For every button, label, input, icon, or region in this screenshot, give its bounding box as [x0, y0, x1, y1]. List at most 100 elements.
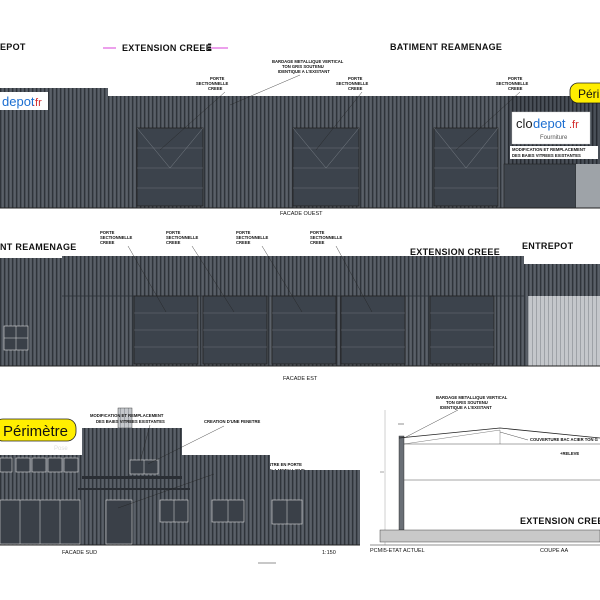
caption-facade-ouest: FACADE OUEST — [280, 211, 323, 217]
slab — [379, 529, 600, 543]
door-note-2a: PORTE — [166, 230, 181, 235]
leader-line — [159, 91, 226, 151]
sectional-door — [292, 127, 360, 207]
facade-est: NT REAMENAGE EXTENSION CREEE ENTREPOT PO… — [0, 230, 600, 382]
light-panel — [528, 296, 600, 366]
header-entrepot: ENTREPOT — [522, 241, 574, 251]
vitrage — [503, 163, 577, 209]
door — [105, 499, 133, 545]
header-batiment: BATIMENT REAMENAGE — [390, 42, 502, 52]
door-note-2c: CREEE — [166, 240, 181, 245]
sectional-door — [433, 127, 499, 207]
note-bardage-2: TON GRIS SOUTENU — [282, 64, 324, 69]
note-bardage-3: IDENTIQUE A L'EXISTANT — [278, 69, 330, 74]
door-note-3c: CREEE — [236, 240, 251, 245]
modif-note-backdrop — [510, 146, 598, 159]
section-wall — [398, 435, 405, 531]
caption-facade-est: FACADE EST — [283, 376, 318, 382]
leader-line — [229, 74, 301, 106]
badge-subtext: Pose — [54, 446, 68, 452]
badge-text: Périmètre — [3, 423, 68, 440]
door-note-1b: SECTIONNELLE — [100, 235, 133, 240]
leader-line — [117, 473, 215, 509]
note-releve: +RELEVE — [560, 451, 579, 456]
leader-line — [499, 431, 529, 441]
caption-facade-sud: FACADE SUD — [62, 550, 97, 556]
leader-line — [261, 245, 303, 313]
window — [15, 457, 31, 473]
note-bardage-3: IDENTIQUE A L'EXISTANT — [440, 405, 492, 410]
coupe-aa: BARDAGE METALLIQUE VERTICAL TON GRIS SOU… — [370, 395, 600, 554]
caption-coupe-aa: COUPE AA — [540, 548, 568, 554]
logo-left-tld: .fr — [32, 97, 42, 109]
door-note-1c: CREEE — [100, 240, 115, 245]
note-modif-1: MODIFICATION ET REMPLACEMENT — [90, 413, 164, 418]
door-note-a3: CREEE — [208, 86, 223, 91]
pergola-beam — [82, 476, 182, 479]
window — [63, 457, 79, 473]
door-note-b2: SECTIONNELLE — [336, 81, 369, 86]
logo-right-tld: .fr — [569, 119, 579, 131]
perimetre-badge — [0, 418, 77, 442]
door-note-2b: SECTIONNELLE — [166, 235, 199, 240]
label-backdrop — [116, 43, 208, 53]
header-extension: EXTENSION CREEE — [410, 247, 500, 257]
leader-line — [127, 245, 167, 313]
window — [0, 457, 13, 473]
door-note-3a: PORTE — [236, 230, 251, 235]
note-modif-2: DES BAIES VITREES EXISTANTES — [512, 153, 581, 158]
leader-line — [191, 245, 235, 313]
header-entrepot: EPOT — [0, 42, 26, 52]
door-note-c3: CREEE — [508, 86, 523, 91]
logo-right-sub: Fourniture — [540, 135, 568, 141]
pergola — [78, 488, 190, 490]
logo-right-depot: depot — [533, 116, 566, 131]
caption-etat-actuel: PCMI5-ETAT ACTUEL — [370, 548, 425, 554]
door-note-4a: PORTE — [310, 230, 325, 235]
note-bardage-1: BARDAGE METALLIQUE VERTICAL — [436, 395, 508, 400]
scale-label: 1:150 — [322, 550, 336, 556]
door-note-1a: PORTE — [100, 230, 115, 235]
note-modif-1: MODIFICATION ET REMPLACEMENT — [512, 147, 586, 152]
door-note-3b: SECTIONNELLE — [236, 235, 269, 240]
perimetre-badge — [569, 82, 600, 104]
coupe-label: EXTENSION CREE — [520, 516, 600, 526]
note-couverture: COUVERTURE BAC ACIER TON G — [530, 437, 598, 442]
note-creation: CREATION D'UNE FENETRE — [204, 419, 260, 424]
logo-left-depot: depot — [2, 94, 35, 109]
door-note-4c: CREEE — [310, 240, 325, 245]
sectional-door — [429, 295, 495, 365]
note-modif-2: DES BAIES VITREES EXISTANTES — [96, 419, 165, 424]
door-note-c2: SECTIONNELLE — [496, 81, 529, 86]
leader-line — [403, 409, 459, 439]
leader-line — [455, 91, 521, 151]
sectional-door — [136, 127, 204, 207]
logo-left-panel — [0, 92, 48, 110]
leader-line — [147, 425, 225, 465]
chimney — [117, 407, 133, 429]
sectional-door — [340, 295, 406, 365]
note-bardage-2: TON GRIS SOUTENU — [446, 400, 488, 405]
door-note-b3: CREEE — [348, 86, 363, 91]
door-note-4b: SECTIONNELLE — [310, 235, 343, 240]
door-note-a2: SECTIONNELLE — [196, 81, 229, 86]
side-wall — [576, 164, 600, 208]
badge-text: Péri — [578, 87, 599, 101]
sectional-door — [271, 295, 337, 365]
door-note-b1: PORTE — [348, 76, 363, 81]
facade-sud: MODIFICATION ET REMPLACEMENT DES BAIES V… — [0, 407, 360, 564]
sectional-door — [202, 295, 268, 365]
header-extension-text: EXTENSION CREEE — [122, 43, 212, 53]
leader-line — [139, 424, 151, 463]
facade-ouest: EPOT EXTENSION CREEE EXTENSION CREEE BAT… — [0, 42, 600, 217]
logo-right-clo: clo — [516, 116, 533, 131]
sectional-door — [133, 295, 199, 365]
logo-right-panel — [511, 111, 591, 145]
window — [31, 457, 47, 473]
note-bardage-1: BARDAGE METALLIQUE VERTICAL — [272, 59, 344, 64]
door-note-a1: PORTE — [210, 76, 225, 81]
leader-line — [335, 245, 373, 313]
window — [47, 457, 63, 473]
